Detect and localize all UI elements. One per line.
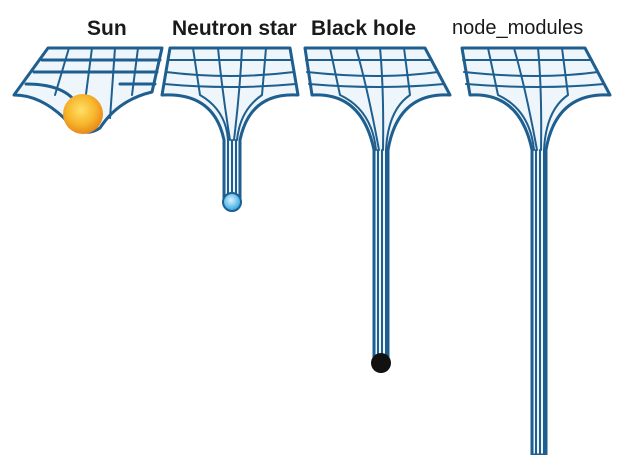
label-neutron-star: Neutron star xyxy=(172,17,297,40)
black-hole-ball xyxy=(371,353,391,373)
label-black-hole: Black hole xyxy=(311,17,417,40)
black-hole-well xyxy=(303,46,452,362)
sun-well xyxy=(12,46,164,134)
node-modules-well xyxy=(460,46,612,455)
label-node-modules: node_modules xyxy=(452,17,584,39)
neutron-star-ball xyxy=(222,192,242,212)
neutron-star-well xyxy=(160,46,300,202)
sun-ball xyxy=(63,94,103,134)
label-sun: Sun xyxy=(87,17,127,40)
